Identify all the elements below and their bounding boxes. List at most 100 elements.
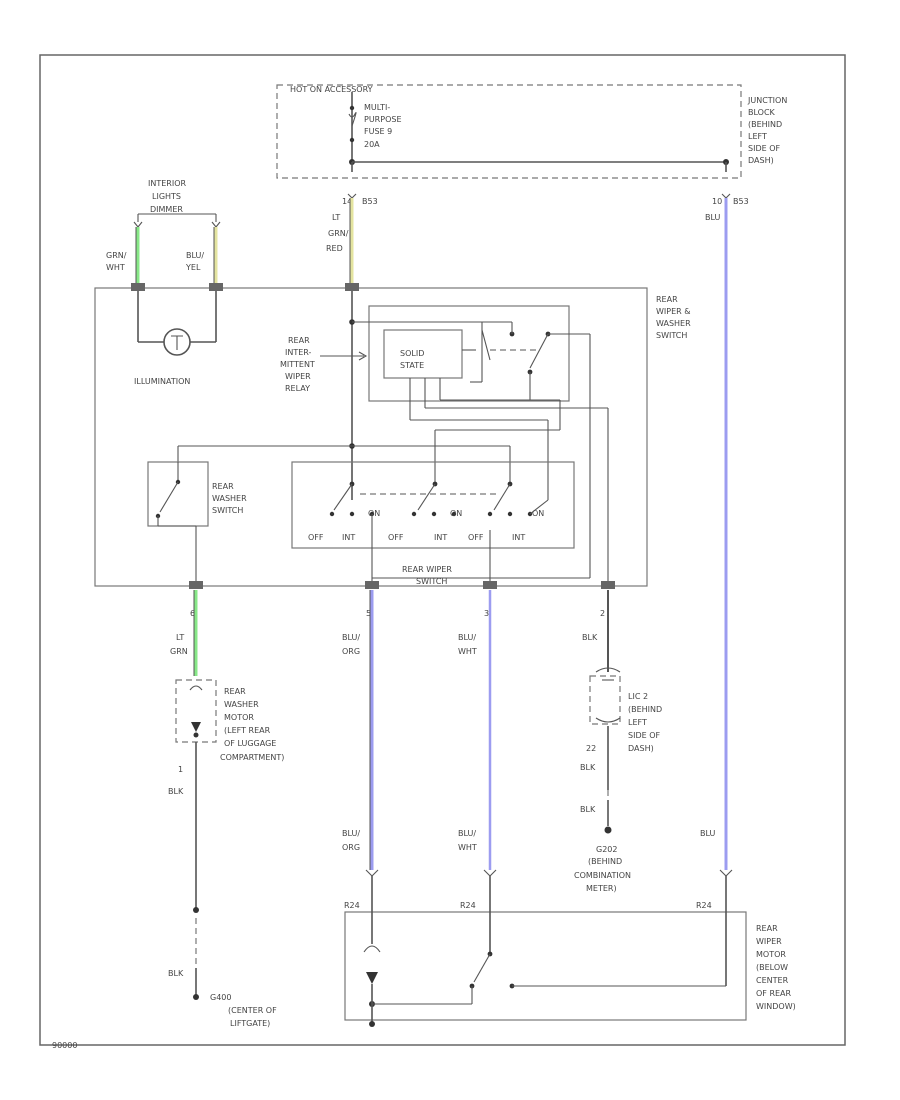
svg-text:LEFT: LEFT [748, 132, 767, 141]
svg-text:1: 1 [178, 765, 183, 774]
svg-text:FUSE 9: FUSE 9 [364, 127, 392, 136]
svg-text:METER): METER) [586, 884, 617, 893]
svg-text:INT: INT [342, 533, 355, 542]
svg-text:6: 6 [190, 609, 195, 618]
svg-text:RED: RED [326, 244, 343, 253]
svg-text:SWITCH: SWITCH [416, 577, 447, 586]
splice-lic2: LIC 2 (BEHIND LEFT SIDE OF DASH) [589, 667, 662, 753]
rear-intermittent-wiper-relay: REAR INTER- MITTENT WIPER RELAY SOLID ST… [280, 305, 590, 420]
svg-text:5: 5 [366, 609, 371, 618]
svg-text:REAR WIPER: REAR WIPER [402, 565, 452, 574]
svg-text:GRN/: GRN/ [106, 251, 127, 260]
svg-text:REAR: REAR [288, 336, 310, 345]
svg-text:10: 10 [712, 197, 722, 206]
svg-text:PURPOSE: PURPOSE [364, 115, 402, 124]
svg-text:BLU/: BLU/ [458, 633, 476, 642]
svg-text:SIDE OF: SIDE OF [748, 144, 780, 153]
svg-text:ON: ON [532, 509, 544, 518]
svg-text:ON: ON [368, 509, 380, 518]
svg-text:R24: R24 [344, 901, 360, 910]
svg-text:G202: G202 [596, 845, 617, 854]
svg-text:SWITCH: SWITCH [656, 331, 687, 340]
svg-text:WASHER: WASHER [224, 700, 259, 709]
svg-text:WINDOW): WINDOW) [756, 1002, 796, 1011]
svg-text:2: 2 [600, 609, 605, 618]
svg-text:BLU/: BLU/ [342, 633, 360, 642]
svg-text:BLU/: BLU/ [186, 251, 204, 260]
svg-text:LEFT: LEFT [628, 718, 647, 727]
svg-text:MITTENT: MITTENT [280, 360, 315, 369]
svg-text:3: 3 [484, 609, 489, 618]
svg-text:ON: ON [450, 509, 462, 518]
svg-text:SOLID: SOLID [400, 349, 424, 358]
rear-wiper-washer-switch: REAR WIPER & WASHER SWITCH ILLUMINATION … [94, 283, 691, 589]
svg-text:BLK: BLK [168, 787, 184, 796]
diagram-frame [39, 54, 846, 1046]
svg-text:OFF: OFF [468, 533, 484, 542]
svg-text:(LEFT REAR: (LEFT REAR [224, 726, 271, 735]
svg-text:INT: INT [512, 533, 525, 542]
svg-text:DASH): DASH) [748, 156, 774, 165]
svg-text:G400: G400 [210, 993, 231, 1002]
svg-text:INT: INT [434, 533, 447, 542]
svg-text:LIFTGATE): LIFTGATE) [230, 1019, 270, 1028]
svg-text:SIDE OF: SIDE OF [628, 731, 660, 740]
svg-text:DIMMER: DIMMER [150, 205, 183, 214]
svg-text:MOTOR: MOTOR [224, 713, 254, 722]
rear-washer-switch: REAR WASHER SWITCH [147, 461, 247, 585]
svg-text:COMPARTMENT): COMPARTMENT) [220, 753, 284, 762]
svg-text:ORG: ORG [342, 843, 360, 852]
svg-text:(BEHIND: (BEHIND [588, 857, 622, 866]
svg-text:INTER-: INTER- [285, 348, 312, 357]
junction-block: HOT ON ACCESSORY MULTI- PURPOSE FUSE 9 2… [276, 84, 787, 179]
ground-g202: G202 (BEHIND COMBINATION METER) [574, 845, 631, 893]
svg-text:14: 14 [342, 197, 352, 206]
svg-text:GRN/: GRN/ [328, 229, 349, 238]
svg-text:BLK: BLK [582, 633, 598, 642]
svg-text:REAR: REAR [756, 924, 778, 933]
svg-text:REAR: REAR [224, 687, 246, 696]
svg-text:OFF: OFF [388, 533, 404, 542]
svg-text:R24: R24 [460, 901, 476, 910]
svg-text:OF REAR: OF REAR [756, 989, 792, 998]
ground-g400: G400 (CENTER OF LIFTGATE) [210, 993, 277, 1028]
figure-id: 90000 [52, 1041, 77, 1050]
svg-text:B53: B53 [362, 197, 378, 206]
illumination-lamp: ILLUMINATION [134, 291, 217, 386]
svg-text:WIPER: WIPER [756, 937, 782, 946]
svg-text:BLU: BLU [705, 213, 721, 222]
svg-text:(BELOW: (BELOW [756, 963, 788, 972]
svg-text:JUNCTION: JUNCTION [747, 96, 787, 105]
svg-text:OFF: OFF [308, 533, 324, 542]
svg-text:LT: LT [176, 633, 184, 642]
svg-text:OF LUGGAGE: OF LUGGAGE [224, 739, 276, 748]
svg-text:GRN: GRN [170, 647, 188, 656]
svg-text:WHT: WHT [458, 647, 477, 656]
svg-text:CENTER: CENTER [756, 976, 789, 985]
svg-text:BLU/: BLU/ [458, 829, 476, 838]
rear-wiper-motor: R24 R24 R24 REAR WIPER MOTOR (BELOW CENT… [344, 876, 796, 1027]
svg-text:BLU/: BLU/ [342, 829, 360, 838]
svg-text:RELAY: RELAY [285, 384, 310, 393]
svg-text:WHT: WHT [458, 843, 477, 852]
svg-text:20A: 20A [364, 140, 380, 149]
junction-header: HOT ON ACCESSORY [290, 85, 373, 94]
svg-text:R24: R24 [696, 901, 712, 910]
rear-washer-motor: REAR WASHER MOTOR (LEFT REAR OF LUGGAGE … [175, 679, 284, 762]
svg-text:WHT: WHT [106, 263, 125, 272]
svg-text:COMBINATION: COMBINATION [574, 871, 631, 880]
svg-text:DASH): DASH) [628, 744, 654, 753]
svg-text:22: 22 [586, 744, 596, 753]
svg-text:MULTI-: MULTI- [364, 103, 390, 112]
rear-wiper-switch: OFF INT ON OFF INT ON OFF INT ON REAR WI… [291, 461, 575, 586]
svg-text:(BEHIND: (BEHIND [748, 120, 782, 129]
svg-text:BLOCK: BLOCK [748, 108, 776, 117]
svg-text:MOTOR: MOTOR [756, 950, 786, 959]
svg-text:STATE: STATE [400, 361, 424, 370]
svg-text:SWITCH: SWITCH [212, 506, 243, 515]
svg-text:BLK: BLK [168, 969, 184, 978]
fuse-symbol [348, 111, 357, 127]
svg-text:ORG: ORG [342, 647, 360, 656]
svg-text:LIGHTS: LIGHTS [152, 192, 181, 201]
